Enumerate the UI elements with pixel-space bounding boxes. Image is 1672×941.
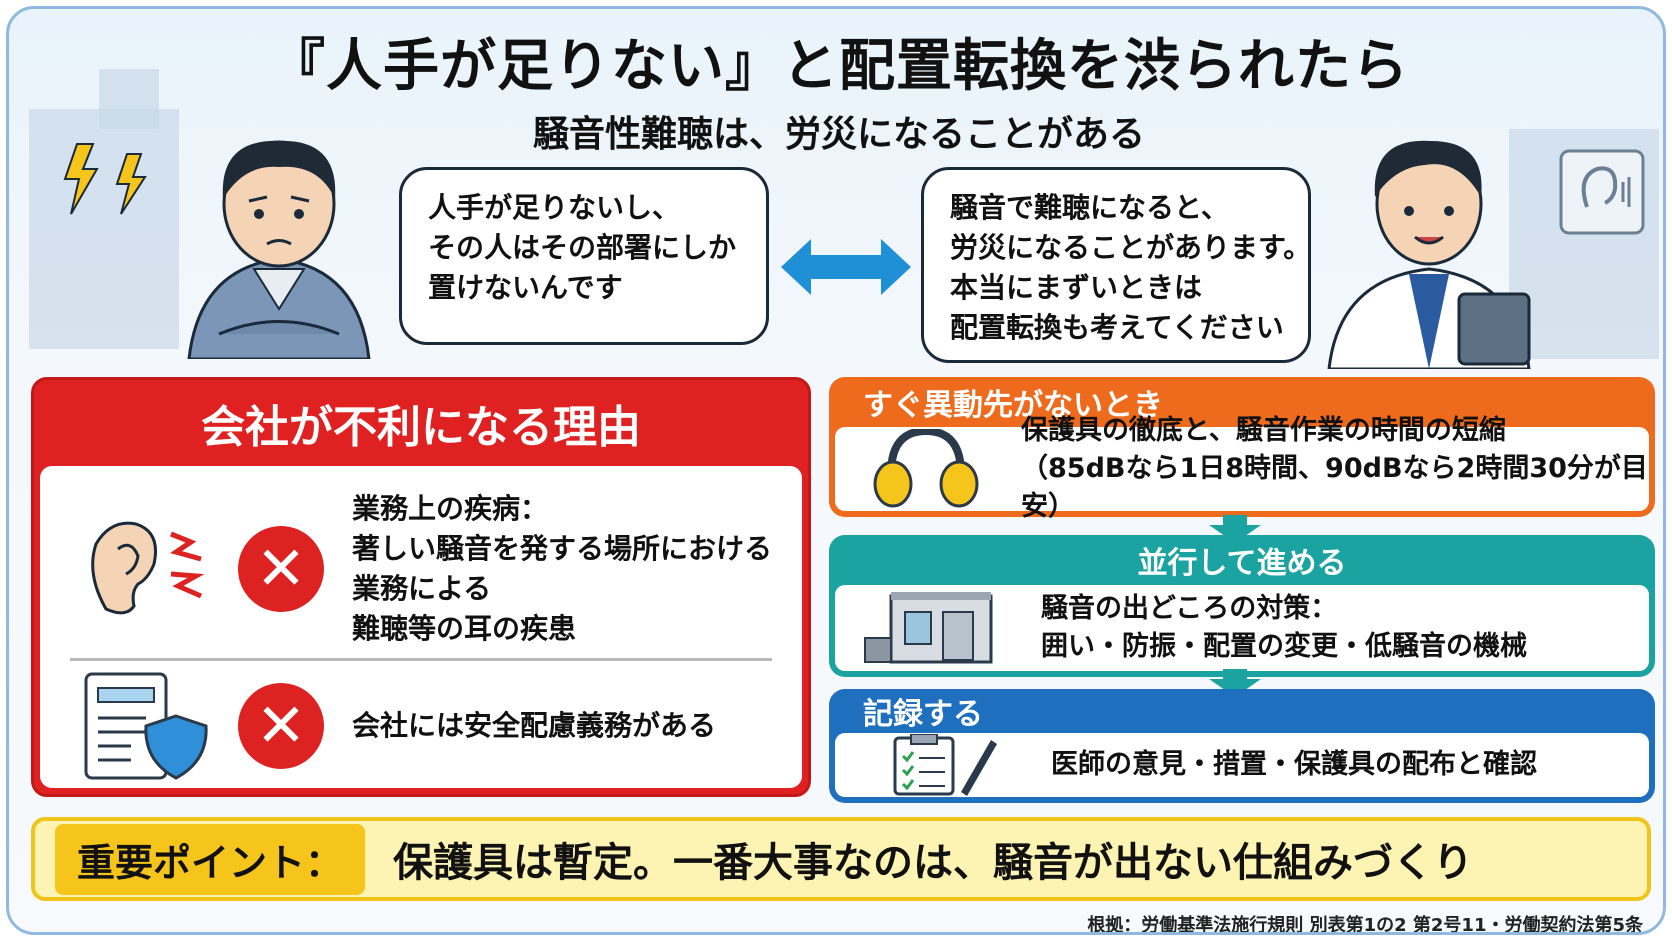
flow-step-1-body: 保護具の徹底と、騒音作業の時間の短縮 （85dBなら1日8時間、90dBなら2時… [835, 415, 1649, 522]
flow-step-1-text: 保護具の徹底と、騒音作業の時間の短縮 （85dBなら1日8時間、90dBなら2時… [1021, 412, 1649, 526]
reasons-divider [70, 658, 772, 661]
worker-speech-bubble: 人手が足りないし、 その人はその部署にしか 置けないんです [399, 167, 769, 345]
worker-line-3: 置けないんです [428, 271, 623, 304]
reason-disease-line-4: 難聴等の耳の疾患 [352, 612, 577, 645]
doctor-line-4: 配置転換も考えてください [950, 311, 1284, 344]
flow-step-2-line-2: 囲い・防振・配置の変更・低騒音の機械 [1041, 631, 1527, 662]
flow-step-1-title: すぐ異動先がないとき [863, 388, 1163, 423]
reason-disease-line-2: 著しい騒音を発する場所における [352, 532, 773, 565]
flow-step-2-line-1: 騒音の出どころの対策： [1041, 593, 1338, 624]
flow-step-2-text: 騒音の出どころの対策： 囲い・防振・配置の変更・低騒音の機械 [1041, 590, 1527, 666]
worried-worker-illustration [187, 140, 371, 359]
reason-disease-line-1: 業務上の疾病： [352, 492, 549, 525]
flow-step-1-line-2: （85dBなら1日8時間、90dBなら2時間30分が目安） [1021, 453, 1648, 522]
reason-item-disease: ✕ 業務上の疾病： 著しい騒音を発する場所における 業務による 難聴等の耳の疾患 [40, 484, 802, 654]
reason-item-safety-duty: ✕ 会社には安全配慮義務がある [40, 666, 802, 786]
infographic-frame: 『人手が足りない』と配置転換を渋られたら 騒音性難聴は、労災になることがある 人… [6, 6, 1666, 935]
doctor-line-1: 騒音で難聴になると、 [950, 191, 1229, 224]
background-chimney-left [99, 69, 159, 129]
document-shield-icon [84, 672, 208, 780]
flow-step-no-transfer: すぐ異動先がないとき 保護具の徹底と、騒音作業の時間の短縮 （85dBなら1日8… [829, 377, 1655, 522]
flow-arrow-2 [1209, 669, 1261, 697]
flow-step-record: 記録する 医師の意見・措置・保護具の配布と確認 [829, 689, 1655, 803]
doctor-line-2: 労災になることがあります。 [950, 231, 1312, 264]
flow-step-1-line-1: 保護具の徹底と、騒音作業の時間の短縮 [1021, 415, 1506, 446]
flow-step-3-text: 医師の意見・措置・保護具の配布と確認 [1051, 749, 1537, 780]
hearing-sign-icon [1559, 149, 1645, 235]
reasons-panel: 会社が不利になる理由 ✕ 業務上の疾病： 著しい騒音を発する場所における 業務に… [31, 377, 811, 797]
enclosure-icon [864, 592, 993, 664]
key-point-bar: 重要ポイント： 保護具は暫定。一番大事なのは、騒音が出ない仕組みづくり [31, 817, 1651, 901]
flow-arrow-1 [1209, 515, 1261, 543]
lightning-bolt-icon [63, 143, 147, 215]
ear-noise-icon [91, 521, 205, 615]
page-subtitle: 騒音性難聴は、労災になることがある [532, 114, 1145, 155]
x-mark-icon: ✕ [238, 683, 324, 769]
clipboard-checklist-icon [893, 734, 997, 796]
flow-step-3-title: 記録する [863, 697, 983, 732]
flow-step-parallel: 並行して進める 騒音の出どころの対策： 囲い・防振・配置の変更・低騒音の機械 [829, 535, 1655, 677]
reason-disease-line-3: 業務による [352, 572, 492, 605]
doctor-line-3: 本当にまずいときは [950, 271, 1203, 304]
background-building-left [29, 109, 179, 349]
flow-step-3-body: 医師の意見・措置・保護具の配布と確認 [835, 733, 1649, 797]
key-point-label: 重要ポイント： [55, 823, 366, 895]
doctor-illustration [1327, 140, 1531, 369]
flow-step-2-title: 並行して進める [1137, 546, 1347, 581]
reasons-panel-title: 会社が不利になる理由 [201, 402, 641, 453]
earmuffs-icon [873, 429, 979, 508]
page-title: 『人手が足りない』と配置転換を渋られたら [269, 34, 1409, 99]
worker-line-2: その人はその部署にしか [428, 231, 737, 264]
key-point-text: 保護具は暫定。一番大事なのは、騒音が出ない仕組みづくり [393, 840, 1474, 886]
doctor-speech-bubble: 騒音で難聴になると、 労災になることがあります。 本当にまずいときは 配置転換も… [921, 167, 1311, 363]
reasons-panel-body: ✕ 業務上の疾病： 著しい騒音を発する場所における 業務による 難聴等の耳の疾患… [40, 466, 802, 788]
flow-step-2-body: 騒音の出どころの対策： 囲い・防振・配置の変更・低騒音の機械 [835, 585, 1649, 671]
x-mark-icon: ✕ [238, 526, 324, 612]
reason-safety-duty-text: 会社には安全配慮義務がある [352, 709, 717, 742]
source-citation: 根拠：労働基準法施行規則 別表第1の2 第2号11・労働契約法第5条 [1087, 915, 1643, 935]
double-arrow-icon [781, 239, 911, 295]
reason-disease-text: 業務上の疾病： 著しい騒音を発する場所における 業務による 難聴等の耳の疾患 [352, 489, 772, 649]
worker-line-1: 人手が足りないし、 [428, 191, 681, 224]
